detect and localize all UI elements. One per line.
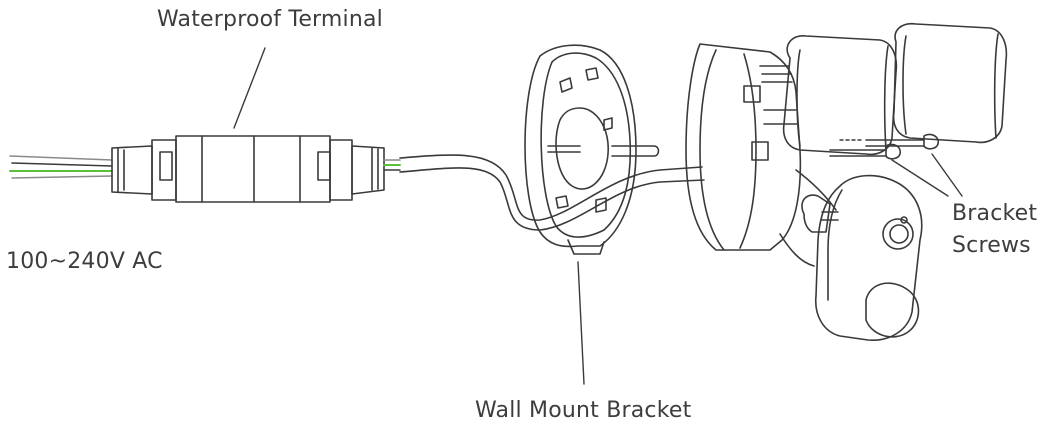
- bracket-screws: [829, 133, 940, 160]
- voltage-label: 100~240V AC: [6, 249, 163, 274]
- leader-bracket: [577, 261, 585, 385]
- wall-mount-bracket-label: Wall Mount Bracket: [475, 398, 692, 423]
- input-wires: [9, 155, 113, 179]
- leader-screw-lower: [891, 159, 949, 197]
- waterproof-terminal-label: Waterproof Terminal: [157, 7, 383, 32]
- power-cable: [399, 154, 705, 231]
- bracket-screws-label-line2: Screws: [952, 233, 1031, 258]
- floodlight-left: [782, 35, 898, 156]
- bracket-screws-label: Bracket Screws: [952, 198, 1037, 262]
- bracket-screws-label-line1: Bracket: [952, 201, 1038, 226]
- camera-head: [801, 174, 923, 341]
- waterproof-terminal: [111, 135, 385, 203]
- wall-mount-bracket: [524, 44, 660, 255]
- floodlight-right: [892, 22, 1008, 144]
- leader-terminal: [233, 47, 266, 129]
- camera-body: [685, 43, 837, 267]
- output-wires: [383, 159, 401, 171]
- leader-lines: [233, 47, 963, 385]
- leader-screw-upper: [931, 153, 963, 197]
